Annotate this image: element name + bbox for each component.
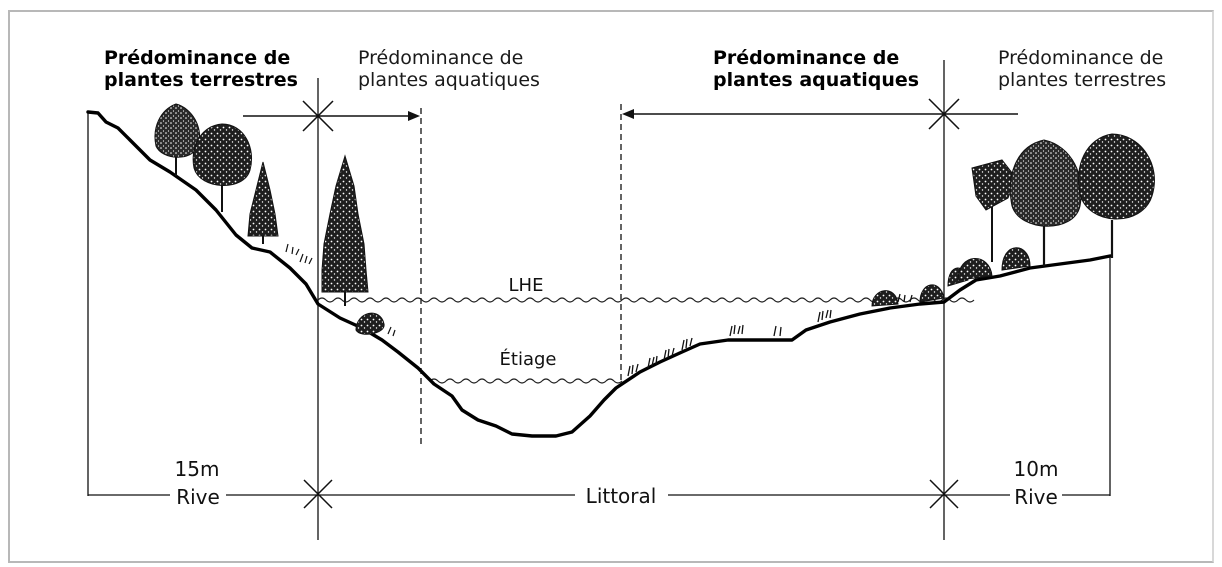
cross-left-top: [302, 100, 334, 132]
conifer-left-2: [321, 154, 369, 306]
water-level-high: [317, 297, 975, 303]
cross-right-bottom: [929, 479, 959, 509]
cross-right-top: [928, 98, 960, 130]
littoral-zone-label: Littoral: [586, 484, 657, 508]
boundary-lines: [87, 60, 1111, 540]
label-right-terrestrial-line2: plantes terrestres: [998, 69, 1166, 91]
label-center-right-aquatic-line2: plantes aquatiques: [713, 69, 919, 91]
plants-right-aquatic: [627, 293, 913, 377]
tree-right-2: [1009, 139, 1082, 266]
left-bank-width: 15m: [175, 457, 220, 481]
label-center-right-aquatic: Prédominance de plantes aquatiques: [713, 47, 919, 91]
label-left-terrestrial-line1: Prédominance de: [104, 47, 290, 69]
water-level-low: [429, 378, 623, 384]
label-center-left-aquatic-line2: plantes aquatiques: [358, 69, 540, 91]
label-center-left-aquatic-line1: Prédominance de: [358, 47, 523, 69]
diagram-frame: [8, 10, 1214, 563]
shrubs-right-bank: [871, 247, 1031, 307]
ground-profile: [86, 110, 1112, 438]
right-bank-width: 10m: [1014, 457, 1059, 481]
tree-left-1: [154, 103, 200, 176]
label-center-left-aquatic: Prédominance de plantes aquatiques: [358, 47, 540, 91]
arrow-right-to-left: [622, 109, 1018, 119]
label-left-terrestrial-line2: plantes terrestres: [104, 69, 298, 91]
plants-left-small: [285, 243, 396, 337]
tree-right-1: [971, 159, 1017, 262]
cross-marks: [302, 98, 960, 509]
arrow-left-to-right: [243, 111, 420, 121]
water-level-high-label: LHE: [509, 275, 544, 296]
left-bank-zone-label: Rive: [176, 485, 220, 509]
tree-right-3: [1078, 133, 1155, 258]
label-left-terrestrial: Prédominance de plantes terrestres: [104, 47, 298, 91]
conifer-left-1: [247, 161, 279, 244]
cross-left-bottom: [303, 479, 333, 509]
label-center-right-aquatic-line1: Prédominance de: [713, 47, 899, 69]
label-right-terrestrial: Prédominance de plantes terrestres: [998, 47, 1166, 91]
label-right-terrestrial-line1: Prédominance de: [998, 47, 1163, 69]
tree-left-2: [192, 123, 252, 212]
shrub-left-underwater: [355, 312, 385, 335]
water-level-low-label: Étiage: [500, 348, 557, 370]
right-bank-zone-label: Rive: [1014, 485, 1058, 509]
